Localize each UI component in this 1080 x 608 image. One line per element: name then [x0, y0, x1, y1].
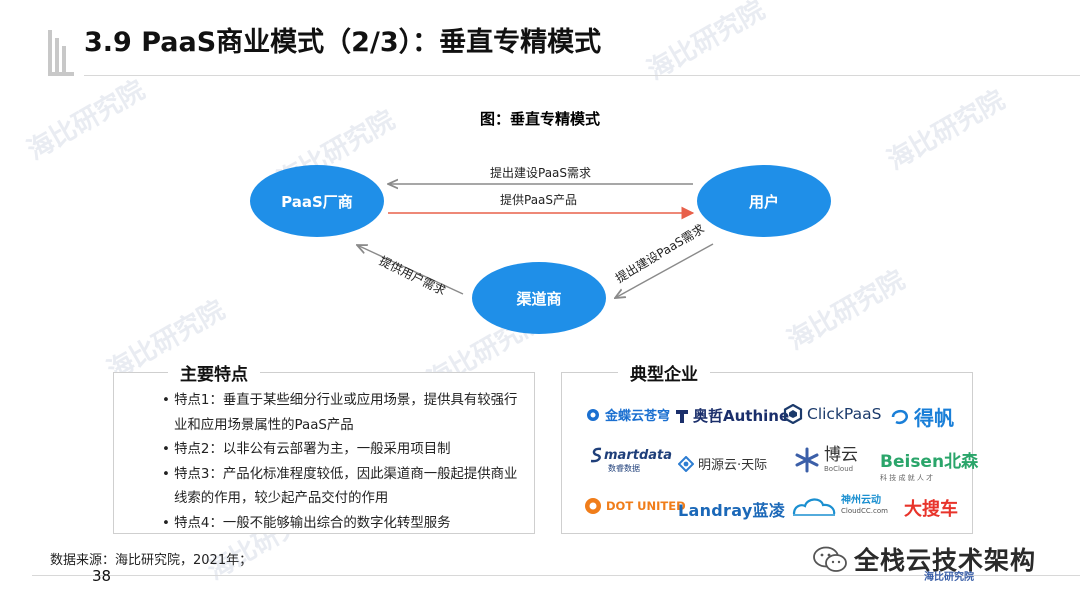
wechat-icon: [813, 546, 847, 572]
logo-text: 奥哲Authine: [693, 407, 790, 425]
logo-text: 明源云·天际: [698, 458, 768, 473]
bocloud-logo-icon: [795, 447, 819, 473]
node-channel: 渠道商: [472, 262, 606, 334]
logo-text: 大搜车: [904, 499, 958, 520]
header-decoration: [48, 30, 52, 74]
logo-beisen: Beisen北森 科 技 成 就 人 才: [880, 447, 978, 483]
logo-text: 金蝶云苍穹: [605, 409, 671, 424]
arrow-label-vendor-to-user: 提供PaaS产品: [500, 193, 578, 207]
landray-logo-icon: [672, 501, 674, 517]
logo-subtext: 数睿数据: [608, 464, 640, 473]
logo-subtext: CloudCC.com: [841, 506, 888, 515]
enterprises-title: 典型企业: [618, 360, 710, 385]
logo-dotunited: DOT UNITED: [584, 497, 686, 515]
dasouche-logo-icon: [898, 500, 900, 516]
arrow-label-user-to-vendor: 提出建设PaaS需求: [490, 166, 592, 180]
logo-cloudcc: 神州云动 CloudCC.com: [791, 492, 888, 518]
kingdee-logo-icon: [587, 408, 599, 421]
logo-text: DOT UNITED: [606, 499, 686, 513]
header-decoration: [48, 72, 74, 76]
enterprises-box: 典型企业: [561, 360, 973, 534]
feature-item: 特点2：以非公有云部署为主，一般采用项目制: [162, 438, 522, 463]
node-paas-vendor: PaaS厂商: [250, 165, 384, 237]
feature-item: 特点1：垂直于某些细分行业或应用场景，提供具有较强行业和应用场景属性的PaaS产…: [162, 389, 522, 438]
header-decoration: [55, 38, 59, 74]
logo-smartdata: martdata 数睿数据: [590, 447, 672, 474]
logo-text: 神州云动: [841, 494, 881, 506]
data-source: 数据来源：海比研究院，2021年；: [50, 553, 253, 568]
logo-kingdee: 金蝶云苍穹: [585, 405, 670, 424]
mingyuan-logo-icon: [678, 455, 694, 472]
logo-text: 博云: [824, 445, 858, 465]
brand-text: 全栈云技术架构: [854, 546, 1037, 575]
features-box: 主要特点 特点1：垂直于某些细分行业或应用场景，提供具有较强行业和应用场景属性的…: [113, 360, 535, 537]
arrow-user-to-channel: [615, 243, 714, 298]
logo-dasouche: 大搜车: [898, 495, 958, 521]
logo-clickpaas: ClickPaaS: [783, 404, 881, 424]
logo-subtext: BoCloud: [824, 465, 854, 473]
logo-landray: Landray蓝凌: [672, 497, 785, 521]
arrow-channel-to-vendor: [357, 245, 464, 295]
logo-subtext: 科 技 成 就 人 才: [880, 474, 934, 482]
footer-divider: [32, 575, 1080, 576]
smartdata-logo-icon: [590, 447, 602, 463]
feature-item: 特点4：一般不能够输出综合的数字化转型服务: [162, 512, 522, 537]
cloudcc-logo-icon: [792, 498, 836, 516]
node-user: 用户: [697, 165, 831, 237]
brand-watermark: 全栈云技术架构: [812, 541, 1036, 577]
clickpaas-logo-icon: [783, 404, 803, 424]
brand-badge: 海比研究院: [924, 572, 974, 583]
authine-logo-icon: [676, 409, 688, 423]
logo-text: Beisen北森: [880, 452, 979, 472]
figure-caption: 图：垂直专精模式: [479, 110, 600, 128]
logo-mingyuan: 明源云·天际: [678, 454, 767, 473]
header-decoration: [62, 46, 66, 74]
logo-text: ClickPaaS: [807, 405, 882, 423]
page-number: 38: [92, 567, 112, 585]
logo-text: martdata: [604, 447, 673, 463]
page-title: 3.9 PaaS商业模式（2/3）：垂直专精模式: [84, 27, 602, 58]
logo-text: Landray蓝凌: [678, 501, 786, 520]
logo-bocloud: 博云 BoCloud: [794, 447, 858, 473]
feature-item: 特点3：产品化标准程度较低，因此渠道商一般起提供商业线索的作用，较少起产品交付的…: [162, 463, 522, 512]
dotunited-logo-icon: [585, 498, 601, 514]
title-divider: [84, 75, 1080, 76]
logo-defan: 得帆: [890, 402, 954, 431]
defan-logo-icon: [891, 409, 908, 424]
logo-text: 得帆: [914, 406, 954, 430]
logo-authine: 奥哲Authine: [675, 405, 789, 426]
features-title: 主要特点: [168, 360, 260, 385]
